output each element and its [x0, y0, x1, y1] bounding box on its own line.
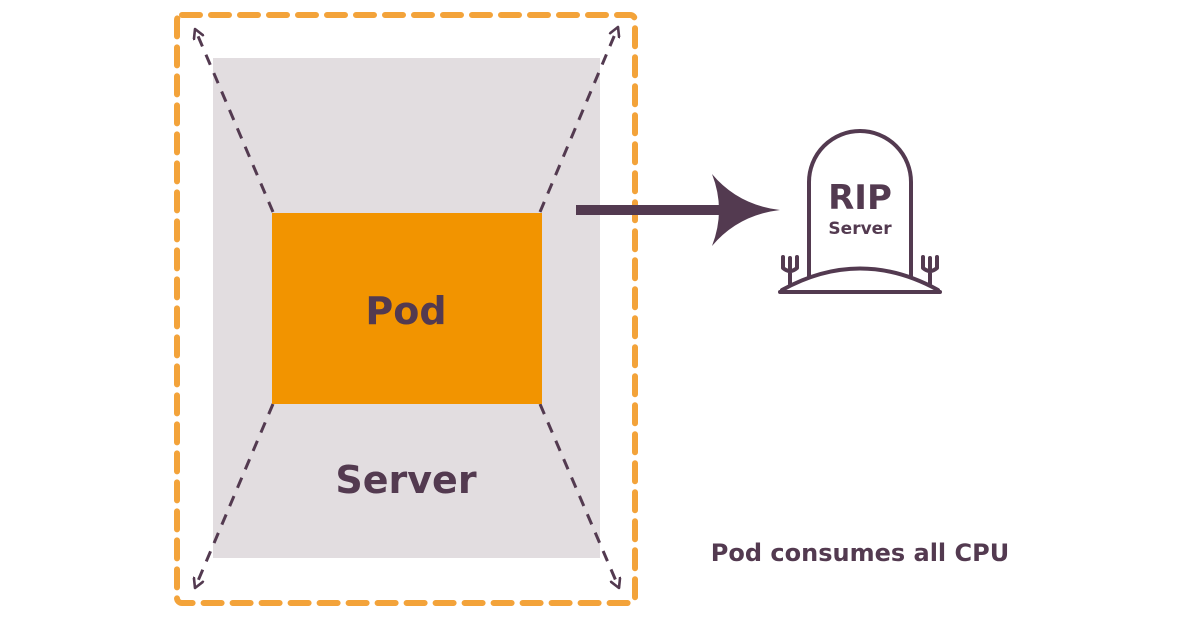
expansion-arrows [195, 27, 619, 588]
tombstone-icon [778, 129, 942, 294]
expansion-arrow-top-right [538, 27, 618, 213]
tombstone-title: RIP [828, 178, 892, 218]
server-label: Server [335, 458, 476, 502]
caption: Pod consumes all CPU [711, 539, 1009, 567]
expansion-arrow-bottom-right [538, 403, 619, 588]
arrow-head-icon [712, 174, 780, 246]
tombstone-subtitle: Server [828, 219, 892, 239]
plant-left-icon [781, 255, 799, 286]
arrow-to-tombstone [576, 174, 780, 246]
expansion-arrow-top-left [195, 29, 275, 213]
expansion-arrow-bottom-left [195, 403, 275, 588]
plant-right-icon [921, 255, 939, 286]
pod-box [272, 213, 542, 404]
cpu-limit-boundary [174, 12, 638, 606]
pod-label: Pod [365, 289, 446, 333]
